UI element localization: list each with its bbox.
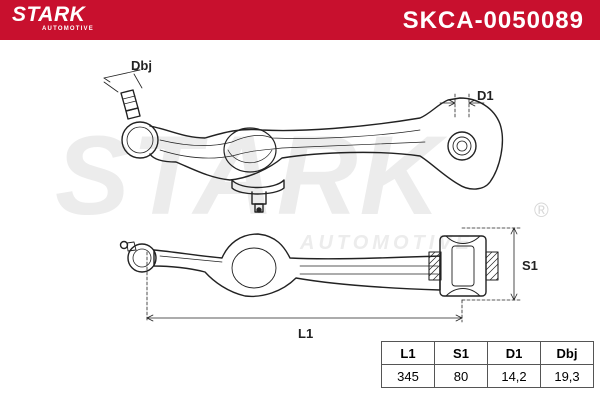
specs-value-row: 345 80 14,2 19,3 xyxy=(381,364,594,388)
rear-bushing-eye-top xyxy=(447,131,477,161)
dbj-dimension-label: Dbj xyxy=(131,58,152,73)
s1-dimension-label: S1 xyxy=(522,258,538,273)
specs-header-dbj: Dbj xyxy=(540,341,594,365)
rear-bushing-side xyxy=(439,235,487,297)
l1-dimension-label: L1 xyxy=(298,326,314,341)
registered-mark: ® xyxy=(534,200,549,222)
lower-stud-top xyxy=(231,179,285,195)
part-number: SKCA-0050089 xyxy=(402,7,584,34)
specs-value-dbj: 19,3 xyxy=(540,364,594,388)
arm-body-side xyxy=(153,233,441,298)
specs-table: L1 S1 D1 Dbj 345 80 14,2 19,3 xyxy=(381,341,594,388)
specs-header-s1: S1 xyxy=(434,341,488,365)
specs-header-d1: D1 xyxy=(487,341,541,365)
ball-joint-housing-side xyxy=(127,243,157,273)
specs-value-l1: 345 xyxy=(381,364,435,388)
ball-stud-top xyxy=(120,89,139,112)
specs-header-row: L1 S1 D1 Dbj xyxy=(381,341,594,365)
top-view xyxy=(103,69,504,213)
watermark-subtext: AUTOMOTIVE xyxy=(300,232,473,254)
ball-stud-neck xyxy=(125,107,141,120)
specs-header-l1: L1 xyxy=(381,341,435,365)
specs-value-d1: 14,2 xyxy=(487,364,541,388)
stark-logo: STARK AUTOMOTIVE xyxy=(12,4,94,33)
logo-brand-text: STARK xyxy=(12,3,86,26)
brand-header-bar: STARK AUTOMOTIVE SKCA-0050089 xyxy=(0,0,600,40)
ball-joint-housing-top xyxy=(121,121,159,159)
watermark-brand: STARK xyxy=(55,113,443,238)
d1-dimension-label: D1 xyxy=(477,88,494,103)
arm-body-top xyxy=(149,97,504,190)
specs-value-s1: 80 xyxy=(434,364,488,388)
side-view xyxy=(119,227,521,323)
logo-subtitle: AUTOMOTIVE xyxy=(42,26,94,32)
